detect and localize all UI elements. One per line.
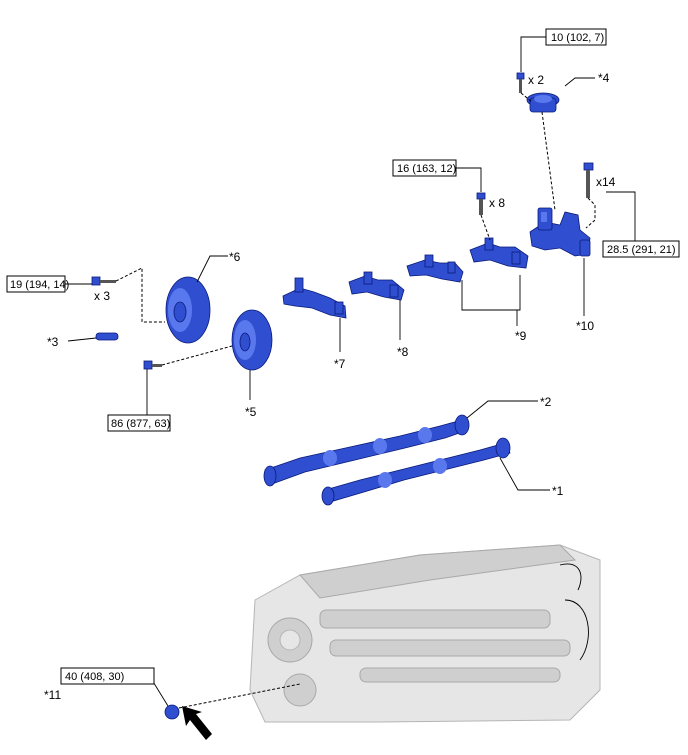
straight-pin-3-part	[95, 332, 119, 341]
camshaft-2-part	[263, 414, 470, 487]
torque-label-86: 86 (877, 63)	[111, 418, 170, 430]
callout-8: *8	[397, 345, 409, 359]
callout-2: *2	[540, 395, 552, 409]
bolt-x14	[583, 162, 594, 198]
bolt-x8	[476, 192, 486, 215]
bearing-cap-8-part	[348, 271, 405, 301]
callout-10: *10	[576, 319, 594, 333]
callout-9: *9	[515, 329, 527, 343]
torque-box-86	[107, 414, 171, 432]
bearing-cap-9-part	[469, 237, 529, 269]
camshaft-1-part	[321, 437, 511, 506]
torque-label-10: 10 (102, 7)	[551, 32, 604, 44]
bolt-top-small	[516, 72, 525, 93]
callout-11: *11	[44, 688, 61, 702]
camshaft-housing-part	[529, 207, 591, 257]
callout-5: *5	[245, 405, 257, 419]
callout-1: *1	[552, 484, 564, 498]
torque-label-40: 40 (408, 30)	[65, 671, 124, 683]
qty-label-x8: x 8	[489, 196, 505, 210]
qty-label-x3: x 3	[94, 289, 110, 303]
callout-6: *6	[229, 250, 241, 264]
torque-box-28-5	[602, 240, 680, 258]
insertion-direction-arrow-icon	[182, 706, 212, 740]
callout-7: *7	[334, 357, 346, 371]
qty-label-x14: x14	[596, 175, 616, 189]
engine-block	[249, 544, 601, 723]
torque-label-19: 19 (194, 14)	[10, 279, 69, 291]
bearing-cap-7-part	[282, 277, 347, 319]
bolt-x3	[91, 276, 116, 286]
timing-gear-6-part	[165, 276, 211, 344]
plug-11-part	[164, 704, 180, 720]
oil-control-valve-part	[526, 92, 560, 113]
bearing-cap-9b-part	[406, 254, 464, 283]
callout-4: *4	[598, 71, 610, 85]
torque-box-16	[392, 159, 457, 177]
torque-label-28-5: 28.5 (291, 21)	[607, 244, 676, 256]
bolt-86	[143, 360, 162, 370]
qty-label-x2: x 2	[528, 73, 544, 87]
torque-box-40	[60, 667, 155, 685]
callout-3: *3	[47, 335, 59, 349]
torque-label-16: 16 (163, 12)	[397, 163, 456, 175]
torque-box-10	[545, 28, 607, 46]
timing-sprocket-5-part	[231, 309, 273, 371]
